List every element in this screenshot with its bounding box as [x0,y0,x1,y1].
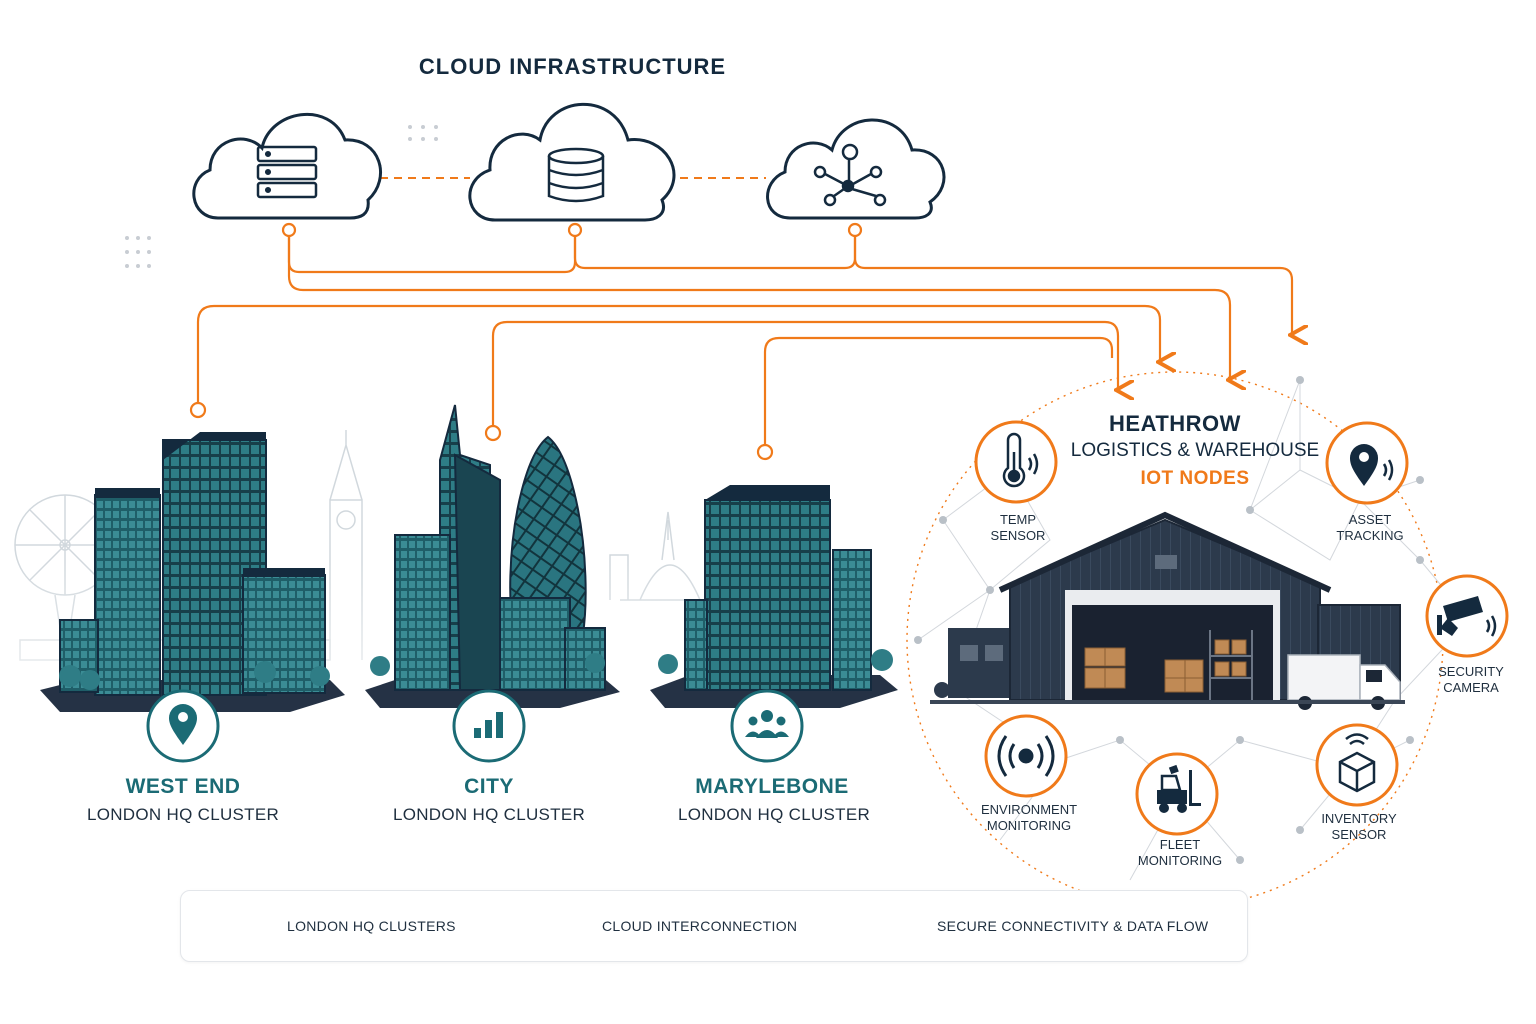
west-end-buildings [40,432,345,712]
cluster-badge-marylebone [730,689,804,763]
node-label-line2: SENSOR [990,528,1046,543]
node-label-line2: SENSOR [1331,827,1387,842]
cluster-name-city: CITY [464,775,514,798]
iot-node-environment [984,714,1068,798]
server-rack-icon [256,145,318,199]
warehouse-building [930,511,1405,710]
node-label-line1: ENVIRONMENT [980,802,1078,817]
node-label-asset: ASSET TRACKING [1305,512,1435,544]
hub-iot-label: IOT NODES [1140,468,1250,489]
cluster-subtitle-west-end: LONDON HQ CLUSTER [86,805,280,824]
iot-node-camera [1425,574,1509,658]
node-label-line2: MONITORING [986,818,1072,833]
delivery-truck [1287,654,1401,710]
hub-name: HEATHROW [1109,411,1241,436]
legend-item-cloud: CLOUD INTERCONNECTION [602,891,797,961]
iot-node-inventory [1315,723,1399,807]
cloud-database [468,102,676,222]
location-pin-icon [1350,444,1394,486]
cluster-subtitle-marylebone: LONDON HQ CLUSTER [677,805,871,824]
cluster-badge-west-end [146,689,220,763]
node-label-environment: ENVIRONMENT MONITORING [964,802,1094,834]
legend-label-secure: SECURE CONNECTIVITY & DATA FLOW [937,918,1209,934]
hub-subtitle: LOGISTICS & WAREHOUSE [1070,440,1320,461]
node-label-inventory: INVENTORY SENSOR [1294,811,1424,843]
city-buildings [365,404,620,708]
cloud-network [766,118,946,220]
legend-label-clusters: LONDON HQ CLUSTERS [287,918,456,934]
security-camera-icon [1437,596,1497,637]
node-label-fleet: FLEET MONITORING [1115,837,1245,869]
package-icon [1338,733,1376,793]
node-label-line1: INVENTORY [1321,811,1397,826]
marylebone-buildings [650,485,898,708]
legend-panel: LONDON HQ CLUSTERS CLOUD INTERCONNECTION… [180,890,1248,962]
location-pin-icon [169,704,197,745]
node-label-line1: ASSET [1348,512,1392,527]
people-group-icon [745,710,789,738]
cluster-subtitle-city: LONDON HQ CLUSTER [392,805,586,824]
legend-item-clusters: LONDON HQ CLUSTERS [287,891,456,961]
cluster-name-west-end: WEST END [125,775,241,798]
secure-connectivity-lines [196,230,1292,452]
node-label-temp: TEMP SENSOR [953,512,1083,544]
node-label-line2: TRACKING [1336,528,1404,543]
node-label-line1: FLEET [1159,837,1201,852]
legend-label-cloud: CLOUD INTERCONNECTION [602,918,798,934]
broadcast-icon [997,735,1055,777]
connection-nodes [189,222,863,461]
iot-node-fleet [1135,752,1219,836]
cluster-name-marylebone: MARYLEBONE [695,775,849,798]
database-icon [547,147,605,203]
cluster-badge-city [452,689,526,763]
forklift-icon [1157,764,1201,813]
node-label-camera: SECURITY CAMERA [1406,664,1536,696]
decorative-dots [125,125,438,268]
cloud-server [192,112,383,220]
network-hub-icon [813,143,887,207]
node-label-line2: CAMERA [1443,680,1499,695]
bar-chart-icon [474,712,503,738]
node-label-line1: TEMP [999,512,1037,527]
node-label-line1: SECURITY [1438,664,1504,679]
iot-node-temp [974,420,1058,504]
thermometer-icon [1002,432,1039,488]
legend-item-secure: SECURE CONNECTIVITY & DATA FLOW [937,891,1208,961]
iot-node-asset [1325,421,1409,505]
page-title: CLOUD INFRASTRUCTURE [418,54,727,79]
node-label-line2: MONITORING [1137,853,1223,868]
